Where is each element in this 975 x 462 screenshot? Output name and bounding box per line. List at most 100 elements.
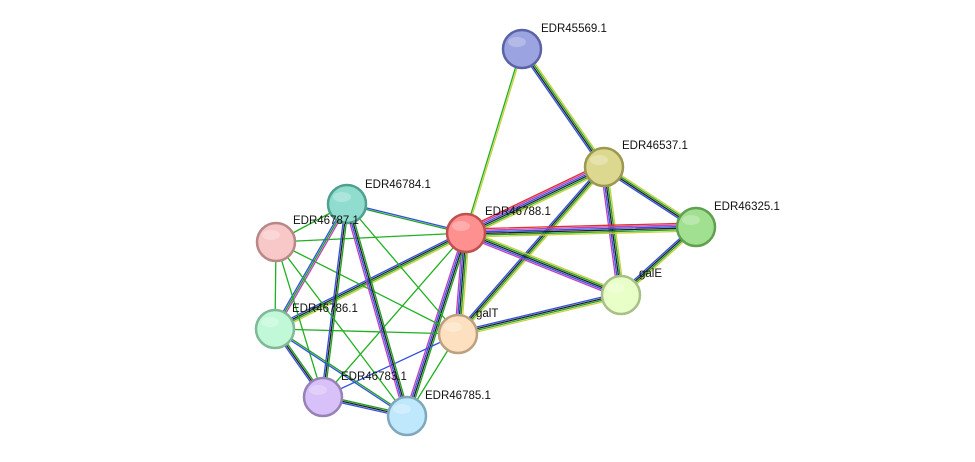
edge-strand <box>464 235 621 299</box>
edge-strand <box>346 204 467 235</box>
edge-strand <box>274 203 348 330</box>
node-label-edr46537-1: EDR46537.1 <box>622 140 688 152</box>
edge-strand <box>464 164 604 232</box>
edge-strand <box>275 204 350 331</box>
edge-strand <box>275 241 324 398</box>
node-circle[interactable] <box>386 395 428 437</box>
node-edr46537-1[interactable] <box>583 146 625 188</box>
edge-strand <box>345 203 407 417</box>
edge-edr46325-1-edr46788-1 <box>465 222 697 238</box>
edge-strand <box>407 232 468 417</box>
edge-strand <box>520 48 604 169</box>
node-edr46783-1[interactable] <box>302 376 344 418</box>
node-highlight <box>262 230 280 240</box>
edge-strand <box>347 203 409 417</box>
edge-strand <box>465 230 697 238</box>
edge-galt-edr46787-1 <box>275 241 459 335</box>
edge-edr46788-1-edr46784-1 <box>346 202 467 235</box>
edge-edr46788-1-edr46785-1 <box>404 231 469 418</box>
node-gale[interactable] <box>600 274 642 316</box>
node-label-edr46783-1: EDR46783.1 <box>341 371 407 383</box>
edge-edr45569-1-edr46537-1 <box>519 46 607 170</box>
node-galt[interactable] <box>437 313 479 355</box>
node-label-edr46787-1: EDR46787.1 <box>293 215 359 227</box>
edge-strand <box>320 203 347 398</box>
node-circle[interactable] <box>445 212 487 254</box>
node-circle[interactable] <box>583 146 625 188</box>
edge-edr46537-1-galt <box>455 164 607 337</box>
edge-strand <box>523 46 607 167</box>
node-highlight <box>508 37 526 47</box>
edge-edr46788-1-gale <box>464 229 623 299</box>
edge-strand <box>457 293 622 334</box>
node-circle[interactable] <box>675 206 717 248</box>
node-highlight <box>309 385 327 395</box>
node-label-edr46784-1: EDR46784.1 <box>365 179 431 191</box>
edge-edr46786-1-edr46785-1 <box>273 327 409 418</box>
node-label-edr46785-1: EDR46785.1 <box>425 390 491 402</box>
edge-strand <box>274 327 409 416</box>
edge-strand <box>465 223 697 232</box>
edge-strand <box>464 233 622 298</box>
node-highlight <box>607 283 625 293</box>
edge-edr46537-1-edr46788-1 <box>463 162 607 238</box>
edge-strand <box>275 241 459 335</box>
edge-strand <box>465 222 697 230</box>
edge-edr46788-1-edr46783-1 <box>322 232 467 398</box>
node-label-edr45569-1: EDR45569.1 <box>541 23 607 35</box>
edge-strand <box>466 229 623 293</box>
edge-galt-edr46784-1 <box>346 203 459 335</box>
edge-layer <box>272 46 699 419</box>
edge-strand <box>322 232 467 398</box>
edge-edr46788-1-edr46787-1 <box>275 232 467 243</box>
edge-strand <box>272 202 347 329</box>
node-circle[interactable] <box>600 274 642 316</box>
edge-strand <box>455 164 603 334</box>
node-edr45569-1[interactable] <box>501 28 543 70</box>
edge-strand <box>457 295 622 336</box>
edge-strand <box>522 47 606 168</box>
edge-strand <box>346 202 467 233</box>
edge-strand <box>273 329 408 418</box>
edge-strand <box>456 292 622 333</box>
edge-strand <box>457 166 606 336</box>
node-label-edr46786-1: EDR46786.1 <box>292 303 358 315</box>
edge-gale-galt <box>456 292 623 337</box>
node-label-edr46325-1: EDR46325.1 <box>714 201 780 213</box>
edge-edr46784-1-edr46786-1 <box>272 202 350 331</box>
node-highlight <box>682 215 700 225</box>
edge-strand <box>519 49 603 170</box>
edge-strand <box>273 231 467 329</box>
node-circle[interactable] <box>437 313 479 355</box>
label-layer: EDR45569.1EDR46537.1EDR46325.1EDR46788.1… <box>292 23 780 402</box>
node-circle[interactable] <box>501 28 543 70</box>
node-edr46784-1[interactable] <box>326 183 368 225</box>
edge-strand <box>465 167 605 235</box>
node-highlight <box>452 221 470 231</box>
node-edr46786-1[interactable] <box>254 308 296 350</box>
edge-strand <box>404 231 465 416</box>
node-edr46785-1[interactable] <box>386 395 428 437</box>
edge-strand <box>465 227 697 235</box>
node-highlight <box>393 404 411 414</box>
edge-strand <box>405 232 466 417</box>
node-circle[interactable] <box>326 183 368 225</box>
node-highlight <box>590 155 608 165</box>
node-edr46788-1[interactable] <box>445 212 487 254</box>
edge-edr46787-1-edr46783-1 <box>275 241 324 398</box>
edge-strand <box>465 228 697 237</box>
edge-strand <box>465 225 697 233</box>
node-circle[interactable] <box>254 308 296 350</box>
node-edr46787-1[interactable] <box>255 221 297 263</box>
node-edr46325-1[interactable] <box>675 206 717 248</box>
edge-edr46784-1-edr46785-1 <box>344 202 410 418</box>
edge-strand <box>274 328 459 335</box>
edge-strand <box>344 204 406 418</box>
node-circle[interactable] <box>255 221 297 263</box>
edge-strand <box>459 167 607 337</box>
edge-edr45569-1-edr46788-1 <box>464 48 524 234</box>
node-circle[interactable] <box>302 376 344 418</box>
edge-strand <box>456 165 605 335</box>
edge-strand <box>275 241 408 417</box>
